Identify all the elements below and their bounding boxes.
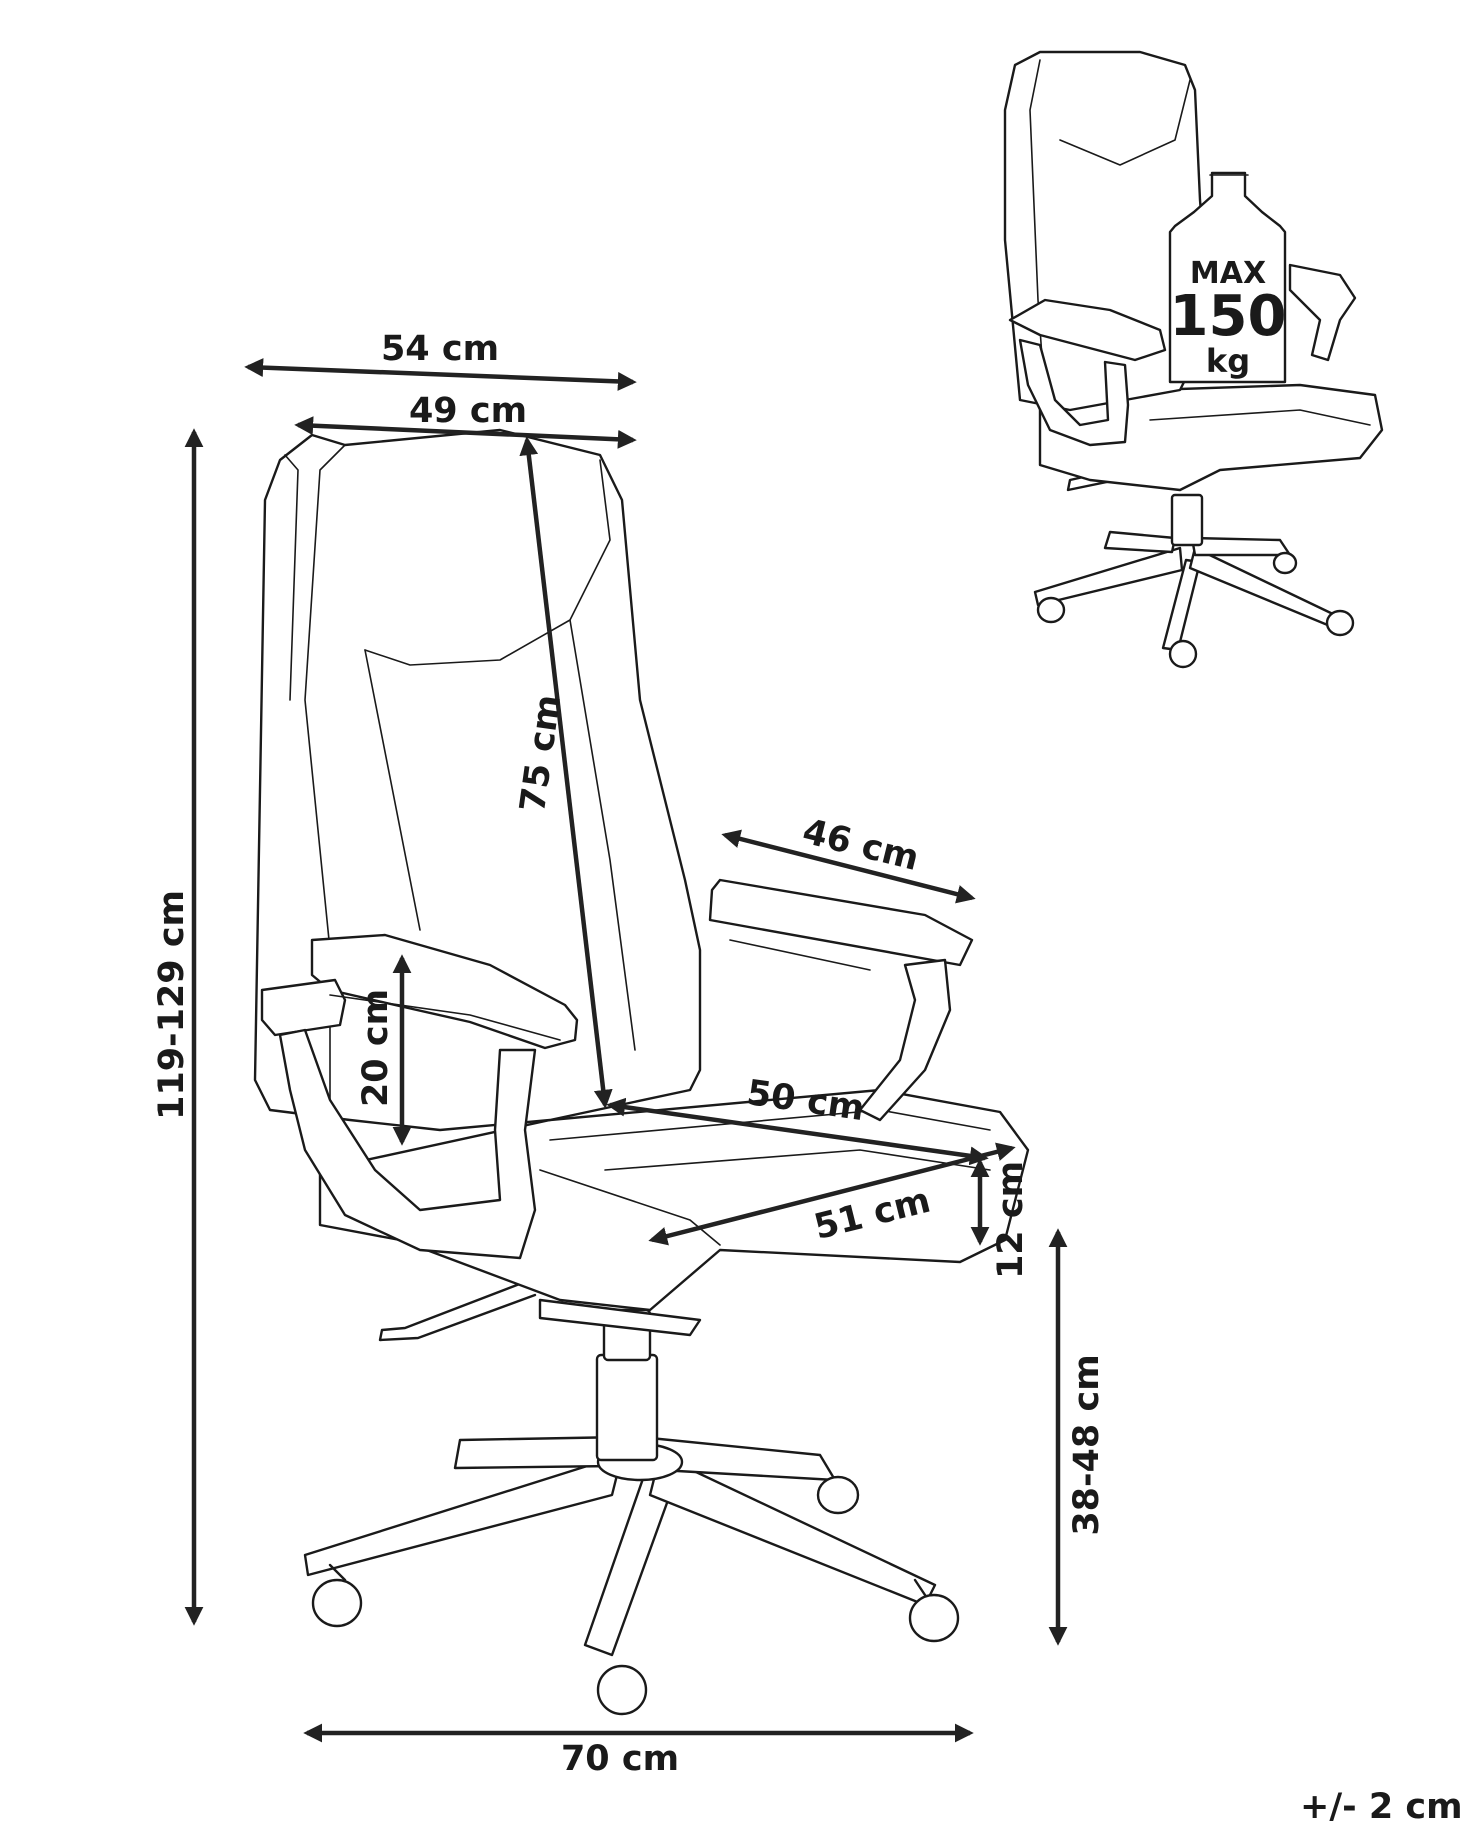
caster-wheel	[908, 1593, 960, 1643]
armrest-length-arrow	[721, 829, 976, 904]
backrest-width-label: 49 cm	[409, 391, 527, 431]
max-load-badge: MAX 150 kg	[1168, 171, 1287, 384]
seat-height-label: 38-48 cm	[1067, 1354, 1107, 1535]
load-capacity-illustration: MAX 150 kg	[1003, 50, 1384, 669]
caster-wheel	[596, 1664, 648, 1716]
base-width-label: 70 cm	[561, 1739, 679, 1779]
armrest-height-label: 20 cm	[356, 989, 396, 1107]
overall-height-label: 119-129 cm	[152, 890, 192, 1120]
chair-base	[303, 1435, 960, 1716]
total-width-label: 54 cm	[381, 329, 499, 369]
armrest-left	[260, 933, 579, 1260]
tolerance-note: +/- 2 cm	[1300, 1787, 1460, 1826]
max-load-label: MAX	[1190, 256, 1266, 291]
gas-lift-cylinder	[378, 1278, 702, 1462]
seat-width-arrow	[648, 1142, 1016, 1246]
max-load-value: 150	[1170, 284, 1287, 349]
max-load-unit: kg	[1206, 342, 1250, 380]
caster-wheel	[816, 1475, 860, 1515]
total-width-arrow	[244, 358, 637, 391]
caster-wheel	[311, 1578, 363, 1628]
dimension-lines	[184, 358, 1068, 1743]
seat-thickness-label: 12 cm	[991, 1161, 1031, 1279]
backrest-height-arrow	[519, 436, 613, 1109]
